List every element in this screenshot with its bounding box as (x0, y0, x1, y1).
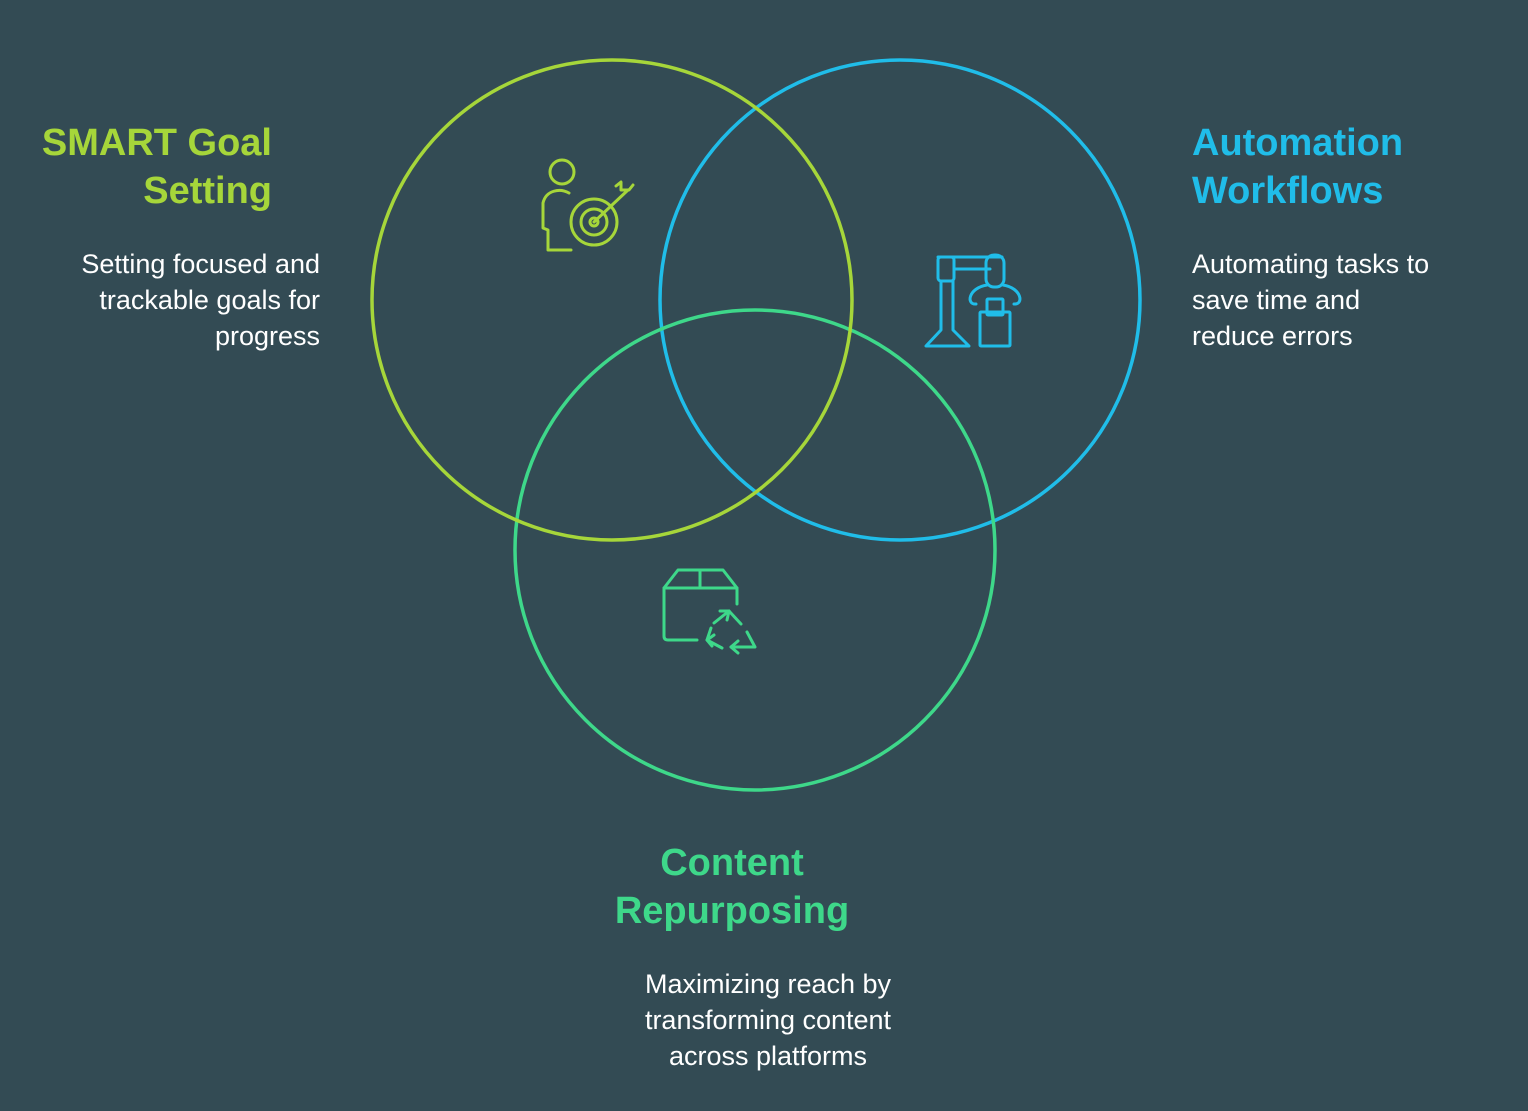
automation-description-line: save time and (1192, 285, 1361, 315)
automation-circle (658, 58, 1142, 542)
automation-description-line: reduce errors (1192, 321, 1353, 351)
smart-goal-description-line: progress (214, 321, 320, 351)
smart-goal-title-line: SMART Goal (41, 122, 272, 164)
automation-description-line: Automating tasks to (1192, 249, 1430, 279)
content-repurposing-title: Content Repurposing (532, 839, 932, 935)
smart-goal-circle (370, 58, 854, 542)
person-target-icon (541, 158, 635, 252)
content-repurposing-description-line: Maximizing reach by (644, 969, 892, 999)
content-repurposing-description: Maximizing reach by transforming content… (568, 966, 968, 1074)
robot-arm-icon (924, 253, 1022, 348)
content-circle (513, 308, 997, 792)
content-repurposing-description-line: transforming content (644, 1005, 892, 1035)
automation-title-line: Workflows (1192, 170, 1384, 212)
automation-title: Automation Workflows (1192, 119, 1512, 215)
content-repurposing-title-line: Repurposing (614, 890, 850, 932)
smart-goal-description-line: Setting focused and (81, 249, 320, 279)
smart-goal-title: SMART Goal Setting (20, 119, 272, 215)
content-repurposing-title-line: Content (660, 842, 804, 884)
smart-goal-description-line: trackable goals for (99, 285, 320, 315)
box-recycle-icon (662, 568, 757, 655)
smart-goal-title-line: Setting (143, 170, 272, 212)
automation-title-line: Automation (1192, 122, 1404, 164)
content-repurposing-description-line: across platforms (668, 1041, 868, 1071)
smart-goal-description: Setting focused and trackable goals for … (20, 246, 320, 354)
automation-description: Automating tasks to save time and reduce… (1192, 246, 1512, 354)
